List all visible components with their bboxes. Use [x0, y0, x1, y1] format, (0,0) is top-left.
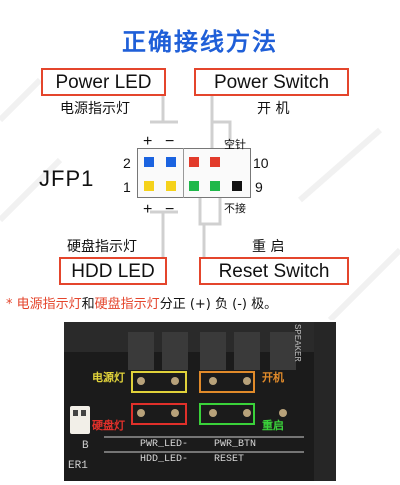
wiring-lines [150, 96, 232, 257]
header-name: JFP1 [39, 166, 95, 191]
photo-power-led-label: 电源灯 [92, 371, 125, 384]
photo-reset-label: 重启 [262, 419, 284, 432]
page-title: 正确接线方法 [122, 28, 278, 56]
pin-7-green [210, 181, 220, 191]
pin-5-green [189, 181, 199, 191]
power-switch-box: Power Switch [194, 68, 349, 96]
silk-pwr-btn: PWR_BTN [214, 439, 257, 450]
hdd-led-box: HDD LED [59, 257, 167, 285]
power-led-box: Power LED [41, 68, 166, 96]
pin-1-yellow [144, 181, 154, 191]
hdd-led-zh-label: 硬盘指示灯 [67, 239, 137, 255]
pin-number-1: 1 [123, 179, 131, 195]
silk-hdd-led: HDD_LED- [140, 454, 189, 465]
power-led-minus: − [165, 133, 175, 150]
note-power-led: 电源指示灯 [16, 297, 82, 312]
pin-4-blue [166, 157, 176, 167]
photo-power-on-label: 开机 [262, 371, 284, 384]
power-led-zh-label: 电源指示灯 [60, 101, 130, 117]
pin-2-blue [144, 157, 154, 167]
pin-number-10: 10 [253, 155, 269, 171]
reset-switch-box: Reset Switch [199, 257, 349, 285]
hdd-led-plus: + [143, 201, 153, 218]
power-switch-zh-label: 开 机 [257, 101, 290, 117]
pin-number-2: 2 [123, 155, 131, 171]
silk-speaker: SPEAKER [292, 324, 302, 362]
reset-zh-label: 重 启 [252, 239, 285, 255]
polarity-note: * 电源指示灯和硬盘指示灯分正 (+) 负 (-) 极。 [6, 293, 277, 312]
note-rest: 分正 (+) 负 (-) 极。 [159, 297, 278, 312]
empty-pin-label: 空针 [224, 138, 246, 151]
note-hdd-led: 硬盘指示灯 [94, 297, 160, 312]
pin-8-red [210, 157, 220, 167]
background-watermark [0, 77, 400, 320]
no-connect-label: 不接 [224, 202, 246, 215]
motherboard-photo-art [64, 322, 336, 481]
silk-pwr-led: PWR_LED- [140, 439, 189, 450]
note-star: * [6, 297, 13, 312]
note-and: 和 [81, 297, 95, 312]
photo-hdd-led-label: 硬盘灯 [92, 419, 125, 432]
pin-9-black [232, 181, 242, 191]
pin-3-yellow [166, 181, 176, 191]
power-led-plus: + [143, 133, 153, 150]
pin-6-red [189, 157, 199, 167]
motherboard-photo: 电源灯 开机 硬盘灯 重启 PWR_LED- PWR_BTN HDD_LED- … [64, 322, 336, 481]
silk-er1: ER1 [68, 460, 88, 472]
pin-number-9: 9 [255, 179, 263, 195]
silk-b: B [82, 440, 89, 452]
pin-header-divider [183, 148, 184, 198]
hdd-led-minus: − [165, 201, 175, 218]
silk-reset: RESET [214, 454, 245, 465]
